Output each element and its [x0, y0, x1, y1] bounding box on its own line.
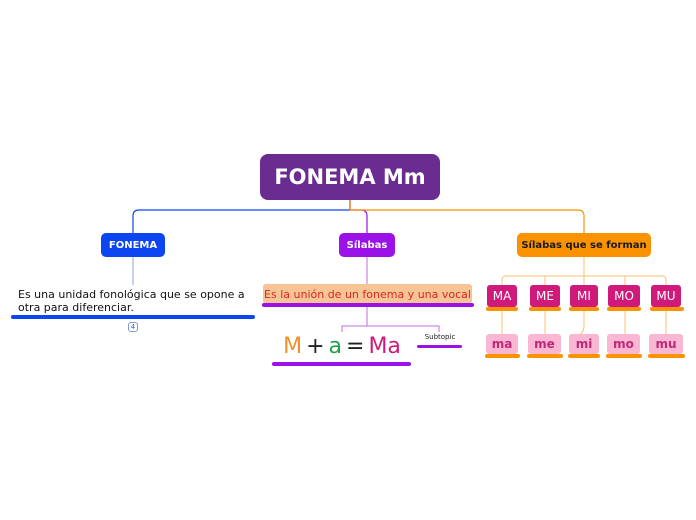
- formula-consonant: M: [283, 333, 303, 359]
- subtopic-label[interactable]: Subtopic: [424, 333, 456, 341]
- upper-me-underline: [529, 307, 561, 311]
- lower-mo-underline: [606, 354, 642, 358]
- syllable-upper-mu[interactable]: MU: [651, 285, 681, 307]
- syllable-upper-me[interactable]: ME: [530, 285, 560, 307]
- syllable-lower-me[interactable]: me: [528, 334, 561, 354]
- syllable-formula[interactable]: M + a = Ma: [272, 331, 412, 361]
- union-underline: [262, 303, 474, 307]
- formula-vowel: a: [328, 333, 342, 359]
- upper-mi-underline: [569, 307, 599, 311]
- formula-plus: +: [306, 333, 325, 359]
- syllable-upper-mo[interactable]: MO: [608, 285, 640, 307]
- syllable-lower-ma[interactable]: ma: [486, 334, 518, 354]
- syllable-lower-mu[interactable]: mu: [649, 334, 683, 354]
- syllable-upper-ma[interactable]: MA: [487, 285, 517, 307]
- topic-fonema[interactable]: FONEMA: [101, 233, 165, 257]
- syllable-upper-mi[interactable]: MI: [570, 285, 598, 307]
- formula-result: Ma: [368, 333, 401, 359]
- topic-silabas-que-se-forman[interactable]: Sílabas que se forman: [517, 233, 651, 257]
- syllable-lower-mi[interactable]: mi: [569, 334, 599, 354]
- fonema-definition-underline: [11, 315, 255, 319]
- subtopic-underline: [417, 345, 462, 348]
- collapsed-count-badge[interactable]: 4: [128, 322, 138, 332]
- lower-ma-underline: [485, 354, 520, 358]
- upper-mo-underline: [607, 307, 641, 311]
- upper-ma-underline: [486, 307, 518, 311]
- formula-underline: [272, 362, 411, 366]
- lower-mi-underline: [568, 354, 600, 358]
- formula-equals: =: [346, 333, 365, 359]
- lower-mu-underline: [648, 354, 685, 358]
- fonema-definition[interactable]: Es una unidad fonológica que se opone a …: [18, 288, 245, 314]
- upper-mu-underline: [650, 307, 684, 311]
- silabas-union-text[interactable]: Es la unión de un fonema y una vocal: [263, 284, 472, 304]
- topic-silabas[interactable]: Sílabas: [339, 233, 395, 257]
- lower-me-underline: [527, 354, 563, 358]
- root-topic[interactable]: FONEMA Mm: [260, 154, 440, 200]
- syllable-lower-mo[interactable]: mo: [607, 334, 640, 354]
